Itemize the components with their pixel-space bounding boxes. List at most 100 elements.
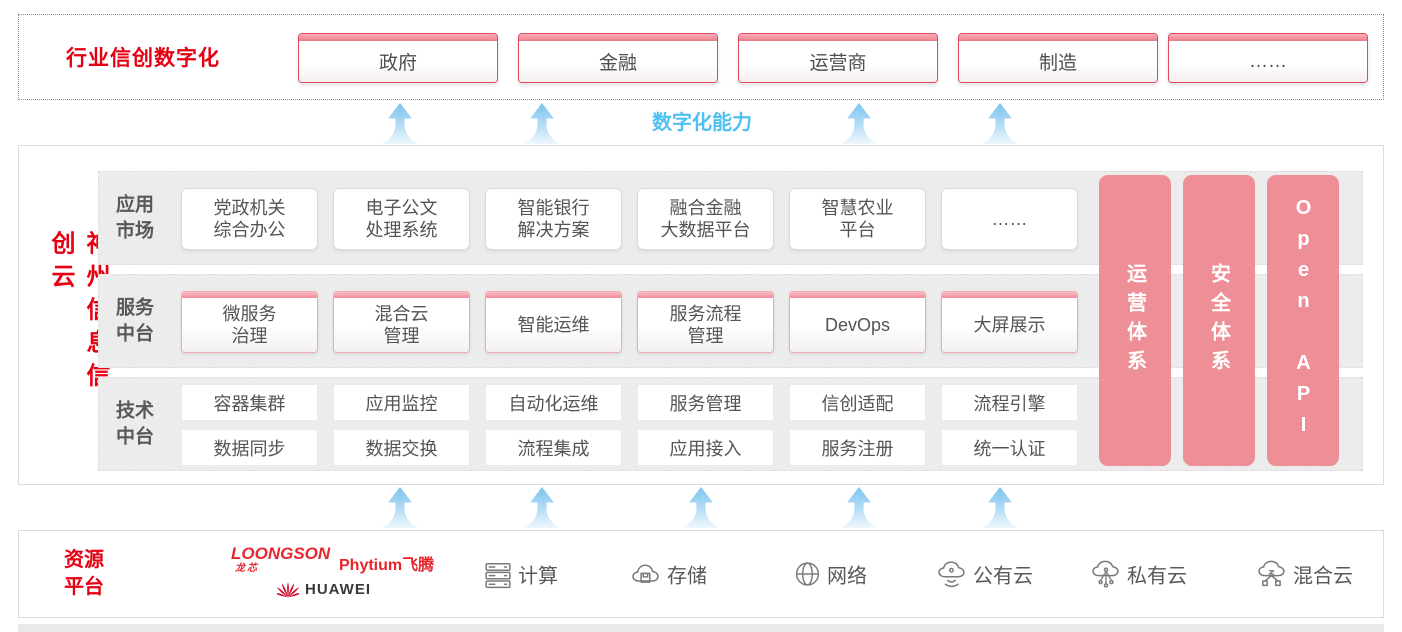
up-arrow-icon <box>381 103 419 145</box>
tech-label: 技术中台 <box>116 400 155 447</box>
service-panel: 服务中台 微服务 治理 混合云 管理 <box>98 274 1363 368</box>
phytium-logo: Phytium飞腾 <box>339 557 435 574</box>
app-market-item: 党政机关 综合办公 <box>181 188 318 250</box>
item-line: …… <box>991 208 1028 229</box>
industry-box-finance: 金融 <box>518 33 718 83</box>
resource-item-label: 网络 <box>827 565 867 588</box>
loongson-logo: LOONGSON 龙芯 <box>231 545 330 574</box>
up-arrow-icon <box>381 487 419 529</box>
item-line: 大数据平台 <box>660 220 751 240</box>
pillar-operations: 运营体系 <box>1099 175 1171 466</box>
item-line: DevOps <box>824 314 891 335</box>
resource-item-compute: 计算 <box>484 560 558 589</box>
storage-cloud-icon <box>632 564 659 583</box>
industry-box-government: 政府 <box>298 33 498 83</box>
tech-item: 统一认证 <box>941 429 1078 466</box>
resource-item-private-cloud: 私有云 <box>1091 560 1187 589</box>
up-arrow-icon <box>523 487 561 529</box>
tech-item: 流程集成 <box>485 429 622 466</box>
item-line: 电子公文 <box>365 197 438 218</box>
app-market-item-more: …… <box>941 188 1078 250</box>
industry-label: 政府 <box>299 41 497 82</box>
industry-box-manufacturing: 制造 <box>958 33 1158 83</box>
service-item: 智能运维 <box>485 291 622 353</box>
tech-item: 服务管理 <box>637 384 774 421</box>
public-cloud-icon <box>938 561 965 588</box>
service-label: 服务中台 <box>116 297 155 344</box>
service-item: 混合云 管理 <box>333 291 470 353</box>
resource-item-label: 存储 <box>667 565 707 588</box>
box-cap <box>486 292 621 298</box>
network-globe-icon <box>795 562 820 586</box>
service-item: DevOps <box>789 291 926 353</box>
box-cap <box>790 292 925 298</box>
resource-item-network: 网络 <box>794 560 867 589</box>
item-line: 解决方案 <box>517 220 590 240</box>
item-line: 微服务 <box>222 303 277 324</box>
box-cap <box>739 34 937 41</box>
up-arrow-icon <box>981 103 1019 145</box>
item-line: 平台 <box>839 220 876 240</box>
item-line: 综合办公 <box>213 220 286 240</box>
hybrid-cloud-icon <box>1258 560 1285 587</box>
tech-item: 数据同步 <box>181 429 318 466</box>
service-item: 微服务 治理 <box>181 291 318 353</box>
server-icon <box>485 562 511 588</box>
item-line: 智慧农业 <box>821 197 894 218</box>
industry-box-more: …… <box>1168 33 1368 83</box>
tech-item: 信创适配 <box>789 384 926 421</box>
industry-label: 运营商 <box>739 41 937 82</box>
app-market-label: 应用市场 <box>116 194 155 241</box>
up-arrow-icon <box>523 103 561 145</box>
industry-box-operator: 运营商 <box>738 33 938 83</box>
service-item: 服务流程 管理 <box>637 291 774 353</box>
huawei-wordmark: HUAWEI <box>305 580 371 598</box>
box-cap <box>182 292 317 298</box>
resource-item-label: 计算 <box>518 565 558 588</box>
industry-band-title: 行业信创数字化 <box>66 47 220 70</box>
item-line: 管理 <box>687 326 724 346</box>
item-line: 处理系统 <box>365 220 438 240</box>
resource-item-public-cloud: 公有云 <box>937 560 1033 589</box>
item-line: 混合云 <box>374 303 429 324</box>
tech-item: 流程引擎 <box>941 384 1078 421</box>
tech-panel: 技术中台 容器集群 应用监控 自动化运维 服务管理 信创适配 流程引擎 数据同步… <box>98 377 1363 471</box>
tech-item: 应用接入 <box>637 429 774 466</box>
pillar-security: 安全体系 <box>1183 175 1255 466</box>
bottom-divider-bar <box>18 624 1384 632</box>
item-line: 智能银行 <box>517 197 590 218</box>
loongson-chinese: 龙芯 <box>235 563 259 574</box>
tech-item: 应用监控 <box>333 384 470 421</box>
box-cap <box>942 292 1077 298</box>
up-arrow-icon <box>840 103 878 145</box>
tech-item: 自动化运维 <box>485 384 622 421</box>
industry-label: 制造 <box>959 41 1157 82</box>
resource-platform-label: 资源平台 <box>64 549 104 598</box>
industry-label: 金融 <box>519 41 717 82</box>
huawei-logo: HUAWEI <box>277 579 371 599</box>
box-cap <box>638 292 773 298</box>
resource-item-label: 私有云 <box>1127 565 1187 588</box>
app-market-item: 融合金融 大数据平台 <box>637 188 774 250</box>
box-cap <box>334 292 469 298</box>
item-line: 党政机关 <box>213 197 286 218</box>
resource-item-storage: 存储 <box>631 560 707 589</box>
item-line: 管理 <box>383 326 420 346</box>
item-line: 智能运维 <box>517 314 590 335</box>
resource-item-label: 混合云 <box>1293 565 1353 588</box>
capability-title: 数字化能力 <box>652 112 752 134</box>
item-line: 服务流程 <box>669 303 742 324</box>
private-cloud-icon <box>1092 560 1119 588</box>
item-line: 融合金融 <box>669 197 742 218</box>
service-item: 大屏展示 <box>941 291 1078 353</box>
up-arrow-icon <box>981 487 1019 529</box>
pillar-open-api: Open API <box>1267 175 1339 466</box>
app-market-item: 电子公文 处理系统 <box>333 188 470 250</box>
app-market-item: 智能银行 解决方案 <box>485 188 622 250</box>
tech-item: 容器集群 <box>181 384 318 421</box>
resource-item-label: 公有云 <box>973 565 1033 588</box>
item-line: 大屏展示 <box>973 314 1046 335</box>
resource-platform-box: 资源平台 LOONGSON 龙芯 Phytium飞腾 HUAWEI <box>18 530 1384 618</box>
app-market-panel: 应用市场 党政机关 综合办公 电子公文 处理系统 智能银行 解决方案 融合金融 … <box>98 171 1363 265</box>
